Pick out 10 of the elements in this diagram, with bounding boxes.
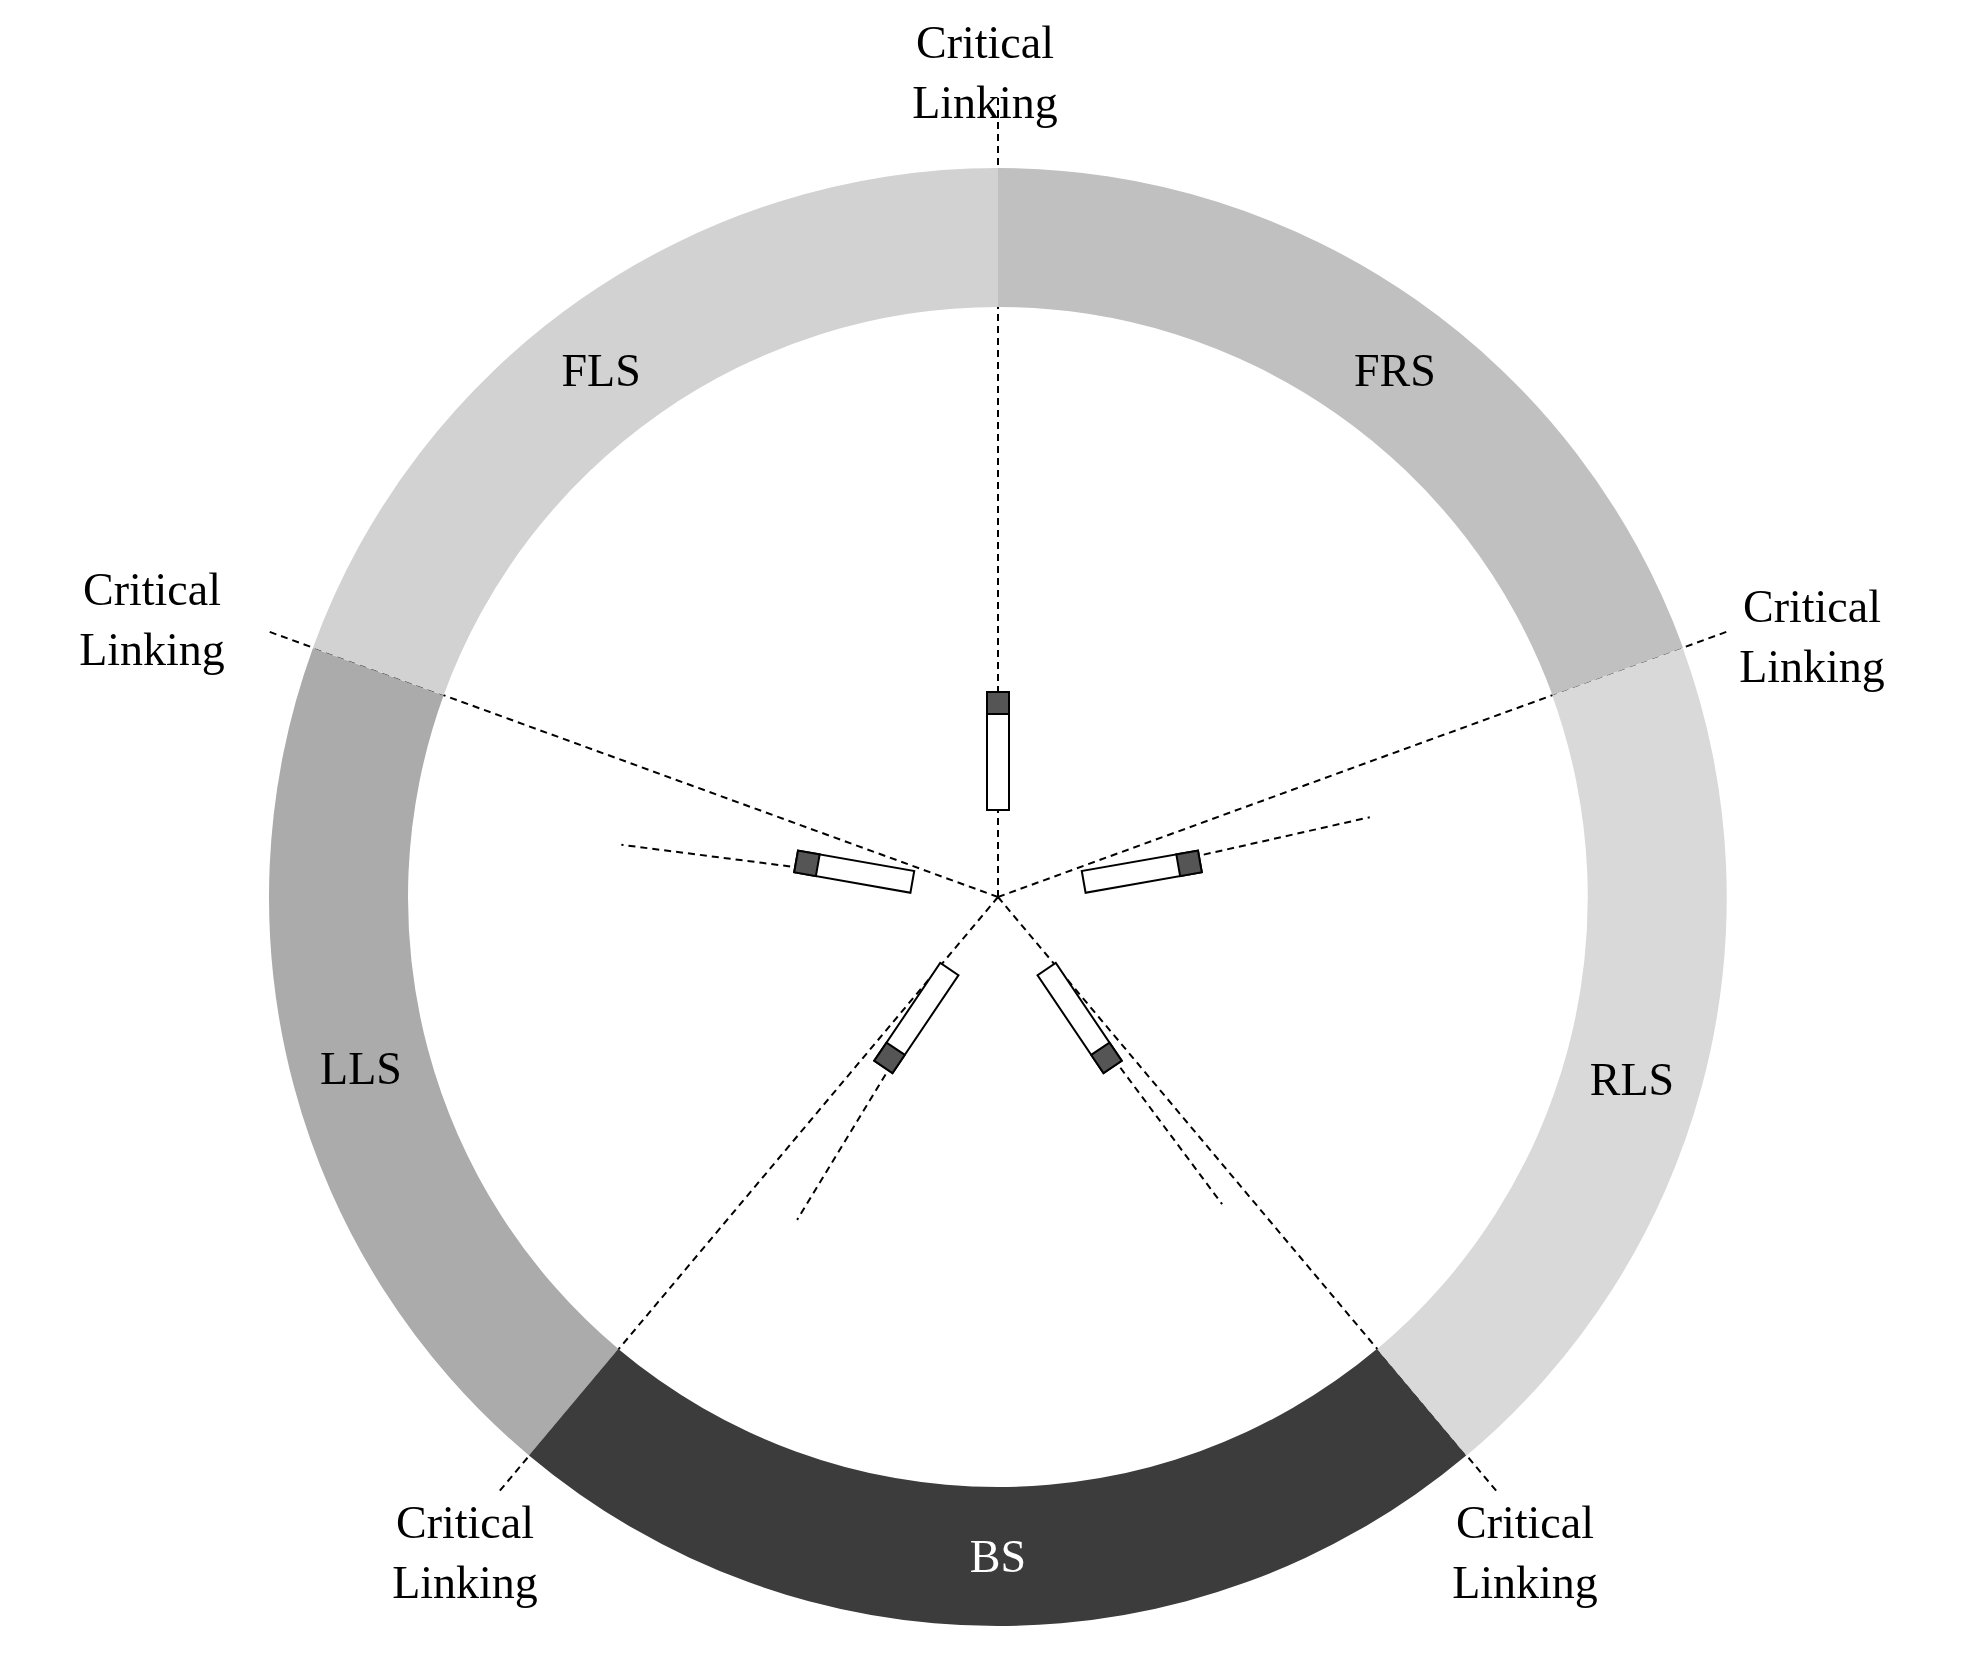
boundary-label: Critical Linking [1738, 580, 1886, 694]
segment-label: LLS [320, 1041, 402, 1095]
segment-label: FRS [1353, 343, 1436, 397]
boundary-label: Critical Linking [1451, 1496, 1599, 1610]
segment-label: BS [969, 1530, 1027, 1583]
segment-label: FLS [561, 343, 641, 397]
boundary-label: Critical Linking [78, 563, 226, 677]
segment-label: RLS [1589, 1052, 1675, 1106]
boundary-label: Critical Linking [391, 1496, 539, 1610]
boundary-label: Critical Linking [911, 16, 1059, 130]
